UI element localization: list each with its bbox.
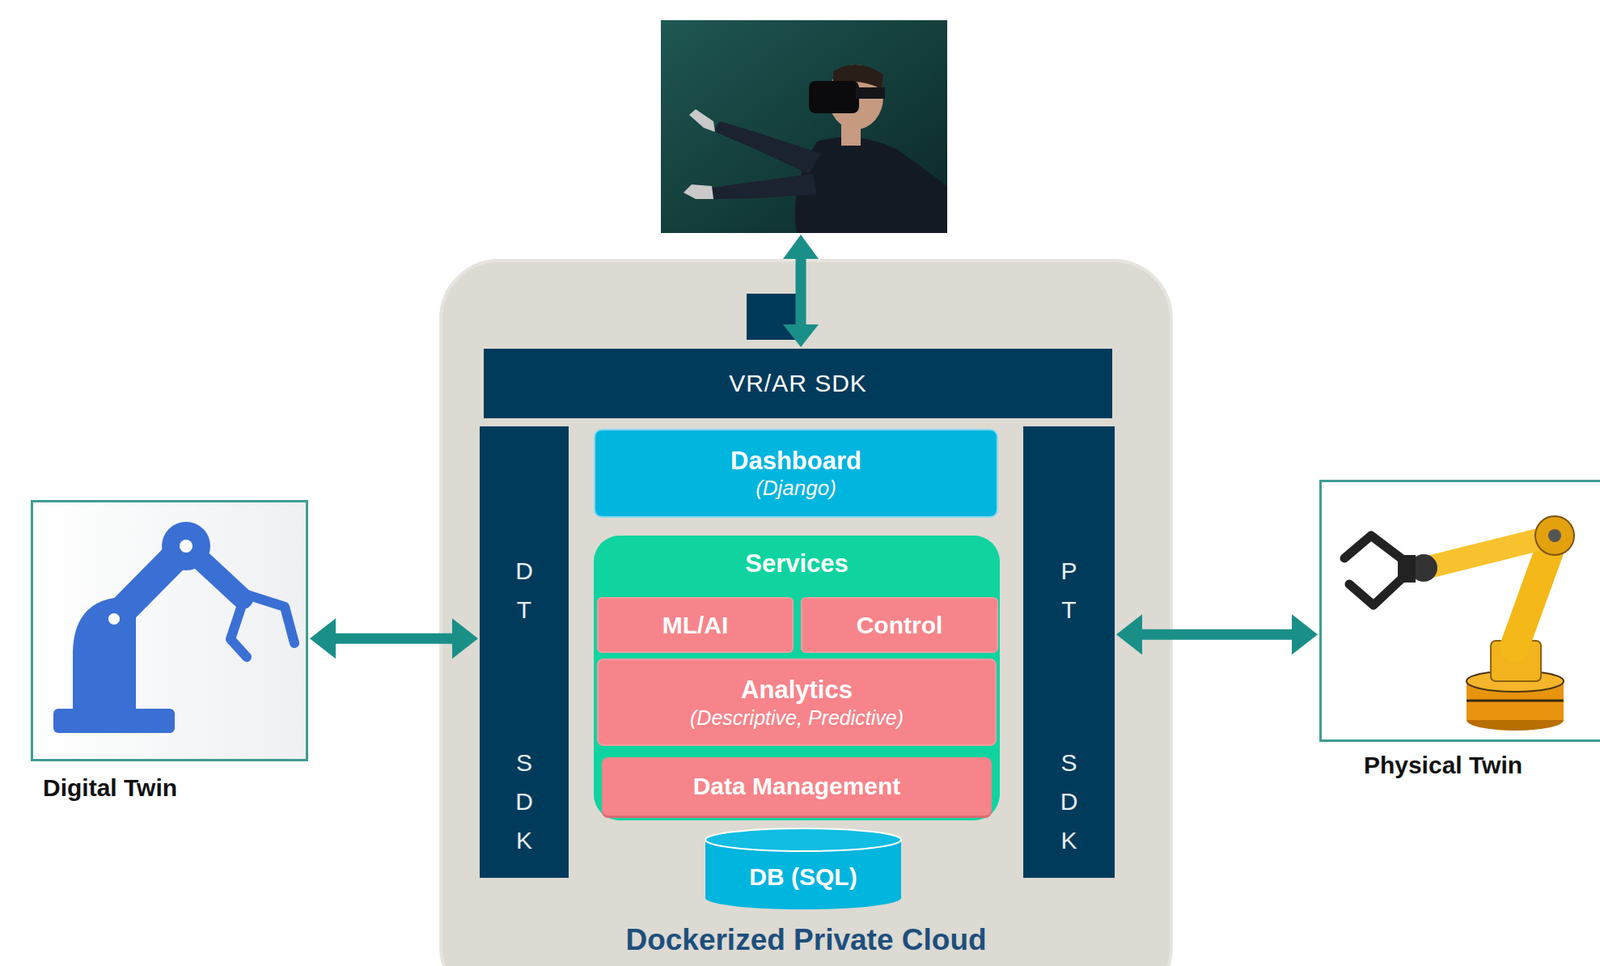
- physical-robot-picture: [1344, 516, 1575, 731]
- node-label: VR/AR SDK: [728, 368, 868, 398]
- twin-box: Digital Twin: [30, 499, 309, 762]
- robot-gripper-finger: [1349, 579, 1402, 606]
- node-label: Physical Twin: [1321, 750, 1565, 780]
- robot-base-stripe: [1466, 699, 1564, 703]
- node-label: ML/AI: [662, 610, 729, 640]
- twin-box: Physical Twin: [1319, 479, 1600, 742]
- node-label: (Django): [755, 475, 837, 501]
- digital-robot-icon: [53, 521, 295, 733]
- node-label: SDK: [1057, 743, 1082, 860]
- analytics-box: Analytics(Descriptive, Predictive): [596, 658, 997, 746]
- vr-double-arrow: [783, 234, 819, 348]
- sdk-column: DT SDK: [479, 426, 569, 878]
- robot-elbow: [161, 521, 211, 571]
- node-label: SDK: [512, 743, 537, 860]
- vr-glove: [689, 109, 716, 132]
- node-label: (Descriptive, Predictive): [689, 705, 904, 730]
- cloud-background: [440, 260, 1172, 966]
- vr-person-arm: [711, 173, 817, 199]
- robot-joint: [108, 613, 120, 625]
- vr-photo-ground: [660, 20, 948, 233]
- node-label: Dockerized Private Cloud: [440, 922, 1172, 958]
- node-label: Analytics: [740, 674, 853, 705]
- cloud-region: Dockerized Private Cloud VR/AR SDK DT SDK Da…: [440, 260, 1172, 966]
- double-arrow: [309, 617, 479, 659]
- robot-claw: [230, 602, 247, 657]
- node-label: Data Management: [693, 771, 902, 801]
- sdk-band: VR/AR SDK: [483, 348, 1113, 419]
- vr-glove: [683, 184, 714, 199]
- services-group: ServicesML/AI ControlAnalytics(Descriptiv…: [593, 535, 1000, 821]
- physical-twin-ground: [1320, 481, 1600, 741]
- node-label: Digital Twin: [42, 773, 178, 803]
- vr-headset-strap: [855, 87, 885, 99]
- double-arrow: [1116, 613, 1318, 655]
- node-label: DB (SQL): [749, 862, 857, 892]
- node-label: Services: [744, 548, 849, 579]
- vr-user-picture: [660, 20, 948, 233]
- node-label: Dashboard: [730, 445, 862, 476]
- database-cylinder: DB (SQL): [703, 826, 903, 911]
- sdk-column: PT SDK: [1023, 426, 1115, 878]
- cylinder-top: [705, 828, 902, 851]
- dashboard-box: Dashboard(Django): [593, 428, 999, 518]
- robot-claw: [246, 594, 295, 644]
- node-label: PT: [1057, 551, 1082, 630]
- digital-twin-ground: [32, 501, 307, 760]
- data-management-box: Data Management: [601, 757, 992, 816]
- node-label: DT: [512, 551, 537, 630]
- vr-person-arm: [713, 121, 822, 174]
- service-box: Control: [800, 596, 999, 653]
- robot-joint: [1548, 529, 1562, 542]
- robot-joint: [179, 539, 193, 553]
- vr-headset: [808, 80, 860, 114]
- robot-gripper-finger: [1344, 535, 1402, 559]
- service-box: ML/AI: [596, 596, 794, 653]
- vr-person-body: [795, 136, 948, 233]
- robot-elbow: [1535, 516, 1575, 555]
- robot-base: [53, 708, 175, 733]
- node-label: Control: [856, 610, 944, 640]
